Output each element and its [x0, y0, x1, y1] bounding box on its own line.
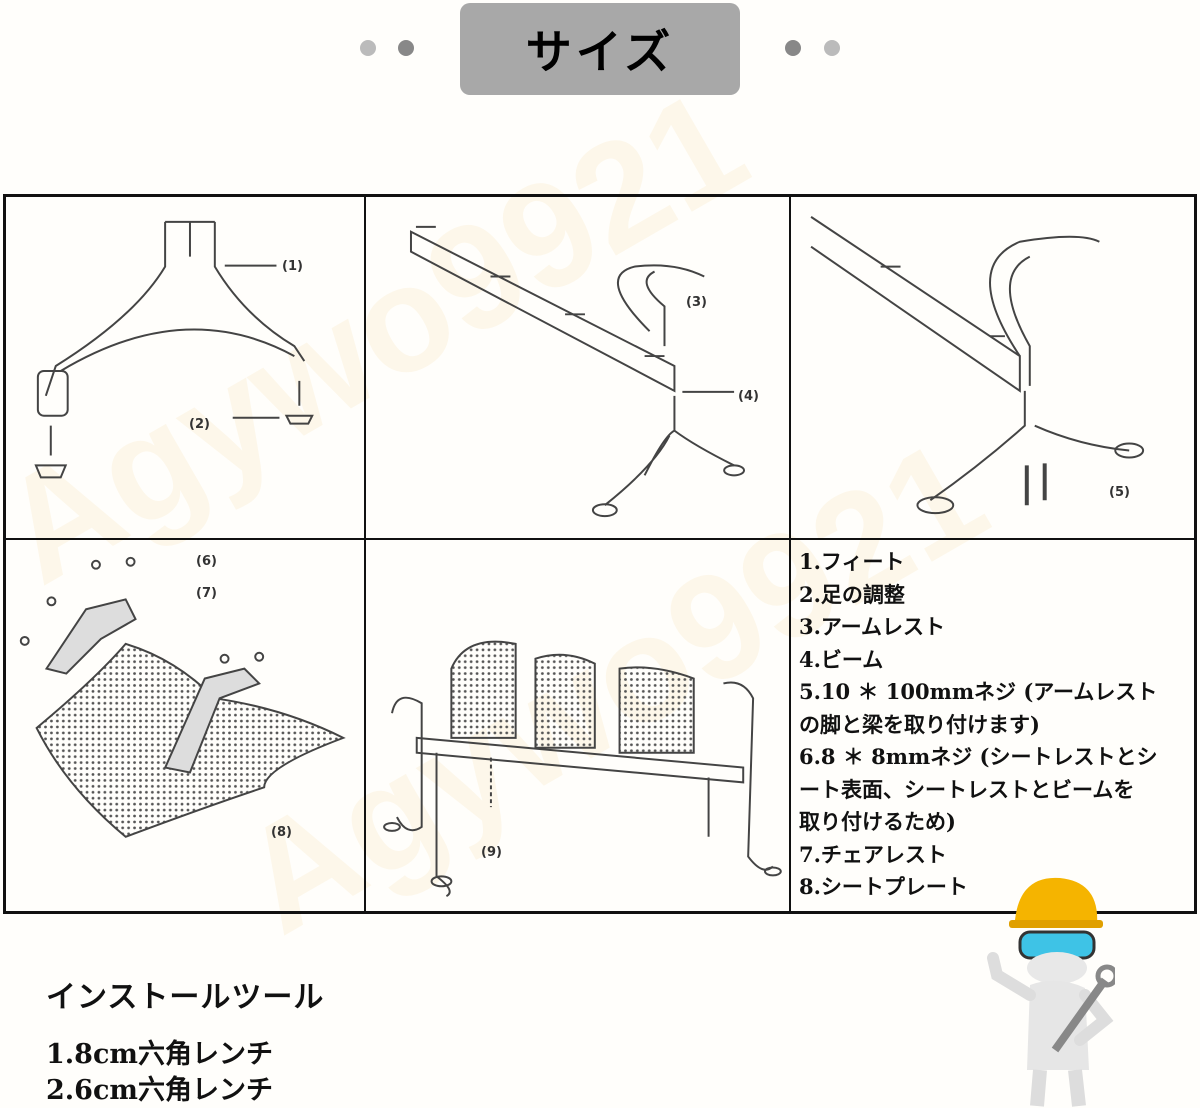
- bench-drawing: [383, 640, 782, 898]
- legend-item: 5.10 ＊ 100mmネジ (アームレスト: [799, 679, 1158, 704]
- legend-item: 4.ビーム: [799, 646, 884, 672]
- seat-drawing: [19, 556, 346, 838]
- callout-6: (6): [196, 554, 217, 569]
- beam-drawing: [409, 225, 746, 518]
- legend-item: 3.アームレスト: [799, 614, 946, 639]
- callout-8: (8): [271, 825, 292, 840]
- tool-item: 1.8cm六角レンチ: [46, 1039, 273, 1070]
- legend-item: の脚と梁を取り付けます): [799, 711, 1040, 737]
- callout-1: (1): [282, 259, 303, 274]
- decor-dot: [360, 40, 376, 56]
- legend-item: 7.チェアレスト: [799, 841, 947, 867]
- parts-legend: 1.フィート 2.足の調整 3.アームレスト 4.ビーム 5.10 ＊ 100m…: [791, 540, 1194, 911]
- decor-dot: [824, 40, 840, 56]
- legend-item: 2.足の調整: [799, 581, 905, 607]
- section-title: サイズ: [525, 25, 675, 79]
- diagram-beam-armrest: (3) (4): [366, 197, 791, 540]
- legend-item: 取り付けるため): [799, 809, 956, 834]
- callout-3: (3): [686, 295, 707, 310]
- callout-5: (5): [1109, 485, 1130, 500]
- callout-2: (2): [189, 417, 210, 432]
- diagram-bench: (9): [366, 540, 791, 911]
- legend-item: ート表面、シートレストとビームを: [799, 776, 1135, 802]
- section-header: サイズ: [460, 3, 740, 95]
- diagram-assembled-end: (5): [791, 197, 1194, 540]
- diagram-leg-feet: (1) (2): [6, 197, 366, 540]
- callout-9: (9): [481, 845, 502, 860]
- legend-item: 8.シートプレート: [799, 874, 968, 899]
- decor-dot: [785, 40, 801, 56]
- tools-title: インストールツール: [46, 980, 325, 1015]
- callout-7: (7): [196, 586, 217, 601]
- worker-mascot-icon: [987, 877, 1115, 1107]
- assembly-diagram-grid: (1) (2) (3) (4) (5): [3, 194, 1197, 914]
- diagram-seat-plate: (6) (7) (8): [6, 540, 366, 911]
- leg-drawing: [34, 220, 314, 479]
- decor-dot: [398, 40, 414, 56]
- legend-item: 6.8 ＊ 8mmネジ (シートレストとシ: [799, 744, 1158, 769]
- legend-item: 1.フィート: [799, 549, 905, 574]
- assembled-drawing: [810, 216, 1145, 515]
- callout-4: (4): [738, 389, 759, 404]
- tool-item: 2.6cm六角レンチ: [46, 1075, 273, 1106]
